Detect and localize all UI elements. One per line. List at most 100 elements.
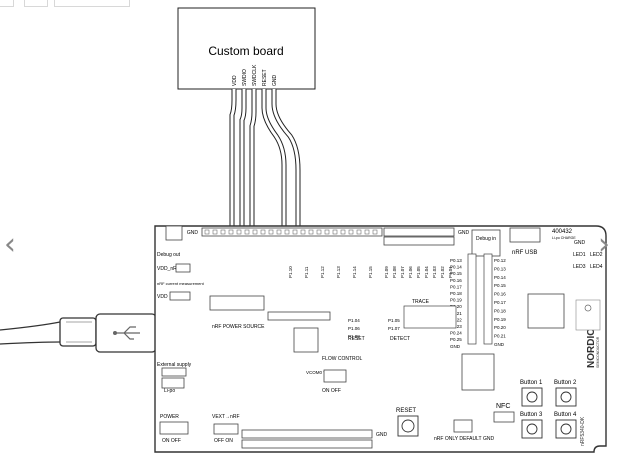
power-switch[interactable] [159,421,189,435]
header-pin [332,229,338,235]
header-pin [356,229,362,235]
custom-board-title: Custom board [208,44,283,58]
button-4-label: Button 4 [554,412,577,418]
button-2-label: Button 2 [554,380,577,386]
p1-pin-label: P1.12 [320,266,325,278]
p0-pin-label-left: P0.25 [450,337,462,342]
board-id-sub: Li-po CHARGE [552,236,576,240]
nrf-usb-connector[interactable] [509,227,541,243]
p0-pin-label-right: P0.15 [494,283,506,288]
trace-connector[interactable] [403,305,457,329]
p1-pin-label: P1.13 [336,266,341,278]
header-gnd-left: GND [187,230,199,236]
vext-nrf-switch[interactable] [213,423,239,435]
interface-mcu [293,327,319,353]
model-label: nRF5340-DK [580,416,586,446]
p1-pin-label: P1.10 [288,266,293,278]
header-pin [212,229,218,235]
p0-pin-label-right: P0.20 [494,325,506,330]
header-pin [284,229,290,235]
custom-pin-vdd: VDD [232,75,238,86]
p1-pin-label: P1.14 [352,266,357,278]
next-arrow-icon[interactable]: › [598,226,610,262]
ext-supply-label: External supply [157,362,192,368]
bottom-header-left [241,429,373,439]
nrf-power-source-label: nRF POWER SOURCE [212,324,265,330]
custom-pin-swdclk: SWDCLK [252,64,258,86]
p0-pin-label-right: P0.21 [494,334,506,339]
nrf-usb-label: nRF USB [512,250,537,256]
vdd-pin-header [267,311,331,321]
nfc-label: NFC [496,403,510,410]
header-pin [228,229,234,235]
power-label: POWER [160,414,179,420]
toolbar-slot-2[interactable] [24,0,48,7]
header-pin [220,229,226,235]
trace-pin-label: P1.07 [388,326,400,331]
p1-pin-label: P1.06 [408,266,413,278]
flow-control-switch[interactable] [323,369,347,383]
p0-header-left [467,253,477,345]
debug-out-label: Debug out [157,252,181,258]
ext-supply-connector[interactable] [161,367,187,377]
p0-pin-label-right: P0.19 [494,317,506,322]
p0-pin-label-left: P0.24 [450,331,462,336]
toolbar-slot-3[interactable] [54,0,130,7]
p1-pin-label: P1.15 [368,266,373,278]
trace-pin-label: P1.08 [348,334,360,339]
reset-small-label: RESET [348,336,365,342]
header-pin [316,229,322,235]
button-3[interactable]: Button 3 [520,412,543,439]
lipo-connector[interactable] [161,377,185,389]
p1-pin-label: P1.08 [392,266,397,278]
header-pin [300,229,306,235]
nfc-connector[interactable] [493,411,515,423]
vdd-nrf-jumper[interactable] [175,263,191,273]
p0-pin-label-right: P0.18 [494,308,506,313]
button-1[interactable]: Button 1 [520,380,543,407]
nrf-only-switch[interactable] [453,419,473,433]
qspi-flash [461,353,495,391]
p1-pin-label: P1.07 [400,266,405,278]
nordic-logo-sub: SEMICONDUCTOR [596,336,600,368]
vdd-jumper[interactable] [169,291,191,301]
vcom-label: VCOM0 VCOM2 [306,370,340,375]
debug-in-label: Debug in [476,236,496,242]
debug-out-connector[interactable] [165,225,183,241]
p1-pin-label: P1.04 [424,266,429,278]
header-pin [364,229,370,235]
button-1-label: Button 1 [520,380,543,386]
trace-pin-label: P1.05 [388,318,400,323]
header-pin [292,229,298,235]
p1-pin-label: P1.02 [440,266,445,278]
flow-control-on-off: ON OFF [322,388,341,394]
nrf-power-source-switch[interactable] [209,295,265,311]
p0-header-right [483,253,493,345]
p0-pin-label-right: P0.16 [494,292,506,297]
custom-pin-swdio: SWDIO [242,69,248,86]
p0-pin-label-left: GND [450,344,461,349]
header-pin [324,229,330,235]
custom-pin-reset: RESET [262,69,268,86]
header-pin [260,229,266,235]
power-on-off: ON OFF [162,438,181,444]
p0-pin-label-left: P0.17 [450,284,462,289]
led4-label: LED4 [590,264,603,270]
lipo-label: Li-po [164,388,175,394]
header-pin [236,229,242,235]
p1-pin-label: P1.05 [416,266,421,278]
top-header-right [383,227,455,246]
button-2[interactable]: Button 2 [554,380,577,407]
debug-in-connector[interactable] [471,229,501,257]
header-pin [268,229,274,235]
custom-pin-gnd: GND [272,75,278,87]
p0-pin-label-right: GND [494,342,505,347]
button-4[interactable]: Button 4 [554,412,577,439]
toolbar-slot-1[interactable] [0,0,14,7]
vext-nrf-label: VEXT→nRF [212,414,240,420]
prev-arrow-icon[interactable]: ‹ [4,226,16,262]
p0-pin-label-right: P0.13 [494,266,506,271]
led1-label: LED1 [573,252,586,258]
p0-pin-label-right: P0.14 [494,275,506,280]
